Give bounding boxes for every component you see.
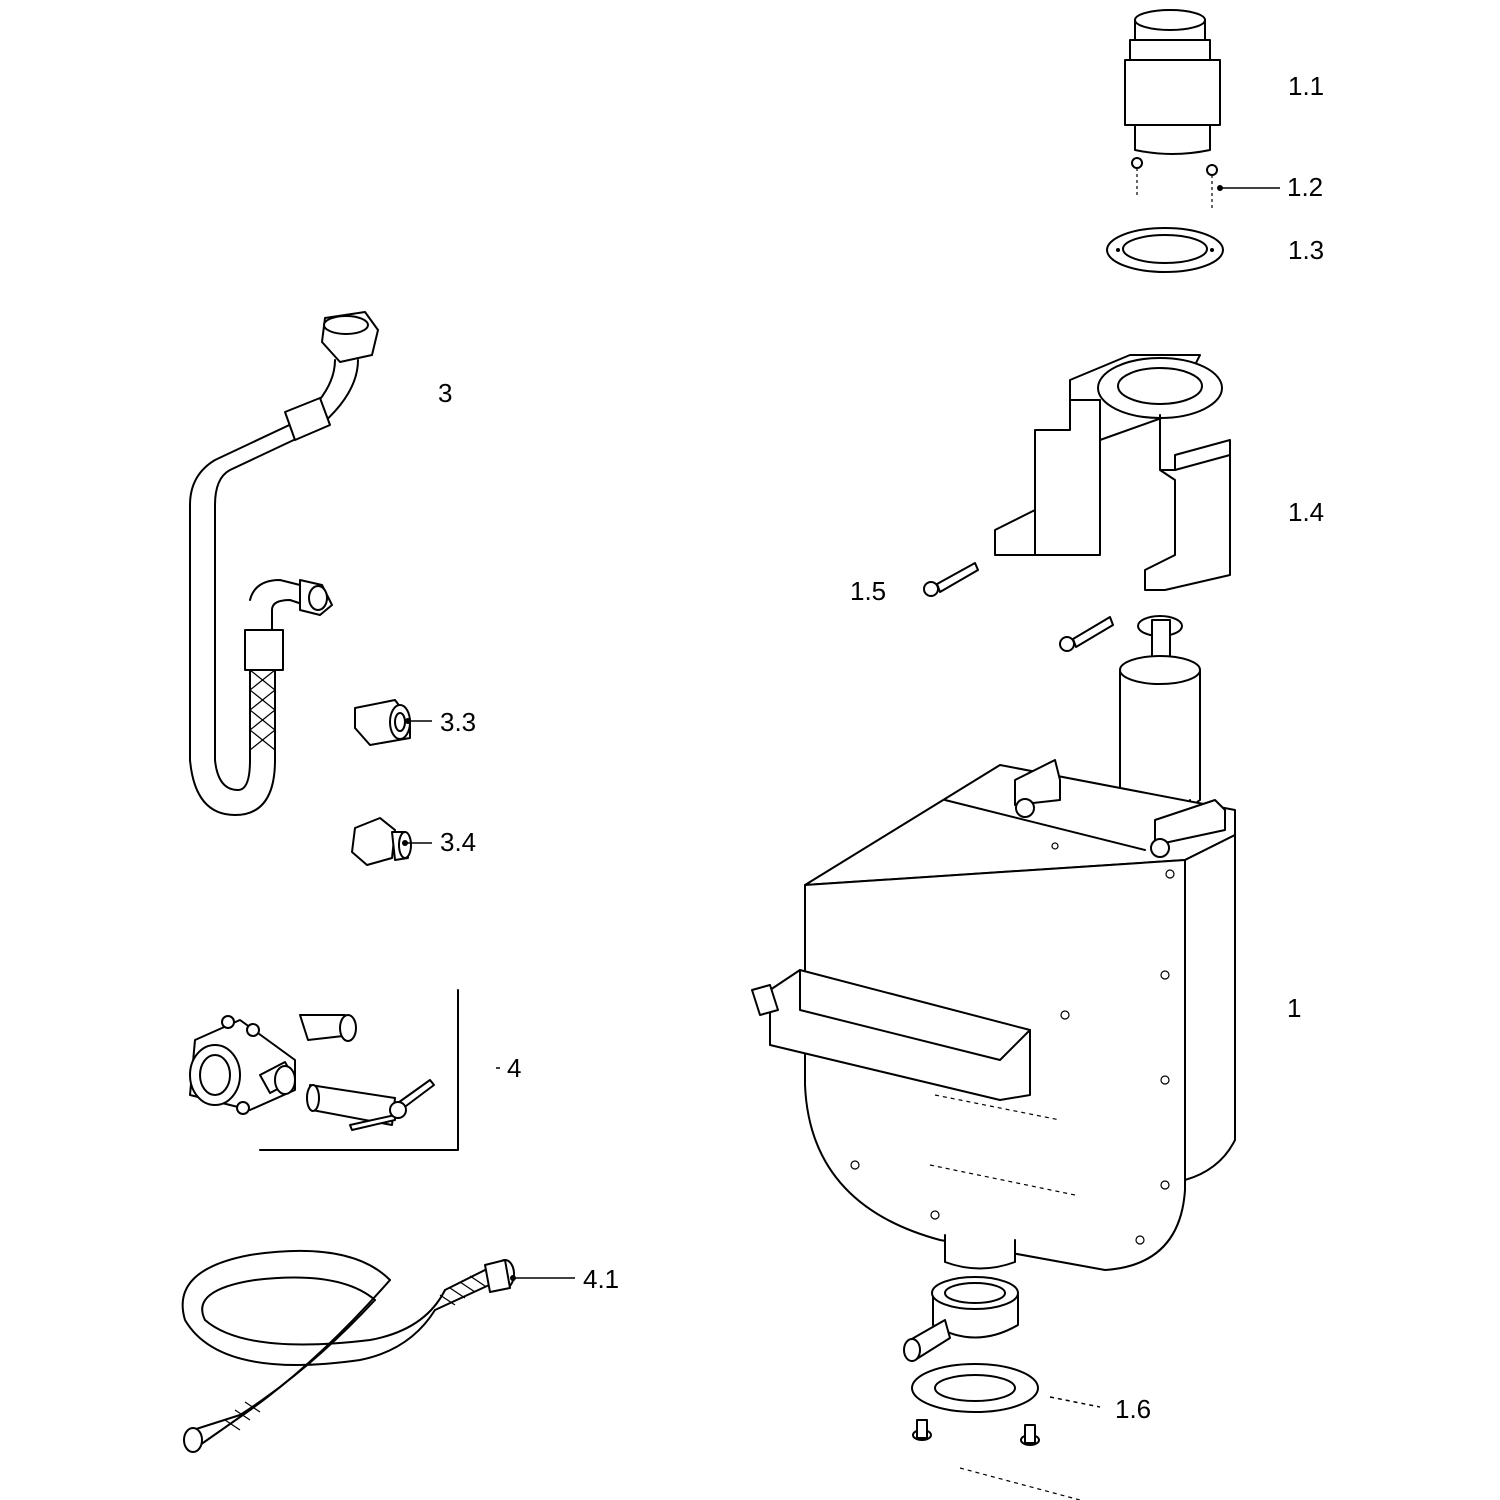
label-1: 1	[1287, 993, 1301, 1023]
part-4-valve-kit	[189, 989, 459, 1151]
label-4-1: 4.1	[583, 1264, 619, 1294]
part-1-6-screw-right	[1020, 1424, 1040, 1446]
part-3-pipe	[189, 311, 379, 816]
label-3: 3	[438, 378, 452, 408]
label-1-3: 1.3	[1288, 235, 1324, 265]
part-1-5-screws	[923, 562, 1114, 652]
label-3-4: 3.4	[440, 827, 476, 857]
leader-lines	[402, 185, 1280, 1408]
part-3-3-nipple	[354, 699, 411, 746]
part-1-tank	[751, 615, 1236, 1271]
label-1-5: 1.5	[850, 576, 886, 606]
label-3-3: 3.3	[440, 707, 476, 737]
label-1-1: 1.1	[1288, 71, 1324, 101]
part-1-2-pins	[1131, 157, 1218, 210]
part-1-1-cap	[1124, 9, 1221, 155]
part-1-6-screw-left	[912, 1419, 932, 1441]
label-4: 4	[507, 1053, 521, 1083]
label-1-6: 1.6	[1115, 1394, 1151, 1424]
part-3-4-plug	[351, 817, 412, 866]
part-1-6-outlet	[903, 1276, 1081, 1500]
part-4-1-hose	[181, 1249, 515, 1453]
label-1-2: 1.2	[1287, 172, 1323, 202]
part-1-4-bracket	[994, 354, 1231, 591]
part-1-3-ring	[1106, 227, 1224, 273]
label-1-4: 1.4	[1288, 497, 1324, 527]
callout-labels: 1.1 1.2 1.3 1.4 1.5 1 1.6 3 3.3 3.4 4 4.…	[438, 71, 1324, 1424]
